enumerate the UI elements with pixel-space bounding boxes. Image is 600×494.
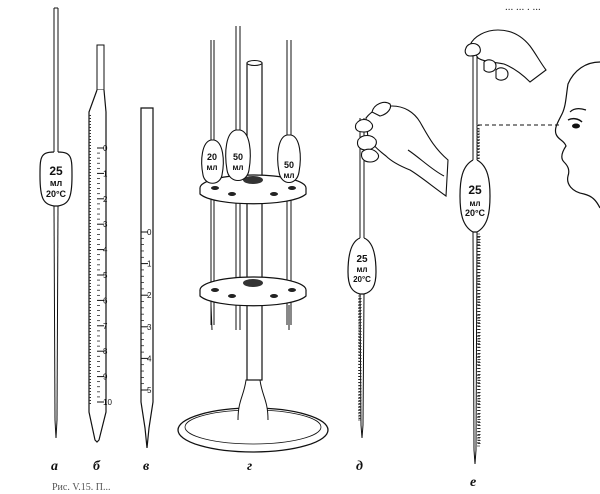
pipette-v-scale-label: 1: [147, 260, 152, 269]
pipette-b-scale-label: 10: [103, 398, 112, 407]
pipette-a-volume: 25: [49, 164, 63, 178]
pipette-a-temp: 20°C: [46, 189, 67, 199]
header-fragment: ... ... . ...: [505, 1, 541, 13]
pipette-v-scale: 0 1 2 3 4 5: [141, 228, 152, 395]
pipette-d-volume: 25: [356, 254, 368, 265]
pipette-a: 25 мл 20°C: [39, 7, 73, 439]
pipette-b: [88, 44, 107, 443]
label-g: г: [247, 459, 252, 474]
label-e: е: [470, 475, 476, 490]
pipette-b-scale-label: 4: [103, 246, 108, 255]
pipette-b-scale-label: 1: [103, 169, 108, 178]
pipette-v-scale-label: 4: [147, 354, 152, 363]
pipette-b-scale-label: 5: [103, 271, 108, 280]
label-d: д: [356, 459, 363, 474]
face-profile-illustration: [554, 61, 600, 209]
pipette-v-scale-label: 3: [147, 323, 152, 332]
hand-illustration-e: [464, 29, 547, 83]
pipette-b-scale-label: 7: [103, 322, 108, 331]
pipette-e-volume: 25: [468, 183, 482, 197]
hand-illustration-d: [354, 101, 449, 198]
pipette-b-scale-label: 9: [103, 373, 108, 382]
label-v: в: [143, 459, 150, 474]
pipette-d-unit: мл: [357, 265, 368, 274]
pipette-d-temp: 20°C: [353, 275, 371, 284]
pipette-e-temp: 20°C: [465, 208, 486, 218]
pipette-b-scale-label: 0: [103, 144, 108, 153]
label-a: а: [51, 459, 58, 474]
stand-pipette-1-volume: 20: [207, 152, 217, 162]
pipette-b-scale-label: 3: [103, 220, 108, 229]
stand-pipette-2-unit: мл: [233, 163, 244, 172]
pipette-v-scale-label: 2: [147, 291, 152, 300]
pipette-b-scale: 0 1 2 3 4 5 6 7 8 9 10: [97, 144, 112, 407]
pipette-b-scale-label: 2: [103, 195, 108, 204]
pipette-a-unit: мл: [50, 178, 63, 188]
pipette-e-unit: мл: [470, 199, 481, 208]
stand-pipette-3-unit: мл: [284, 171, 295, 180]
stand-pipette-1-unit: мл: [207, 163, 218, 172]
pipette-b-scale-label: 6: [103, 296, 108, 305]
pipette-v-scale-label: 5: [147, 386, 152, 395]
pipette-v-scale-label: 0: [147, 228, 152, 237]
caption-fragment: Рис. V.15. П...: [52, 482, 111, 493]
stand-pipette-2-volume: 50: [233, 152, 243, 162]
label-b: б: [93, 459, 101, 474]
pipette-d: 25 мл 20°C: [347, 118, 377, 439]
pipette-v: [140, 107, 154, 449]
pipette-e: 25 мл 20°C: [459, 48, 562, 465]
pipette-b-scale-label: 8: [103, 347, 108, 356]
fine-graduation-ticks: [358, 129, 480, 447]
stand-pipette-3-volume: 50: [284, 160, 294, 170]
pipette-stand: 20 мл 50 мл 50 мл: [177, 26, 329, 453]
